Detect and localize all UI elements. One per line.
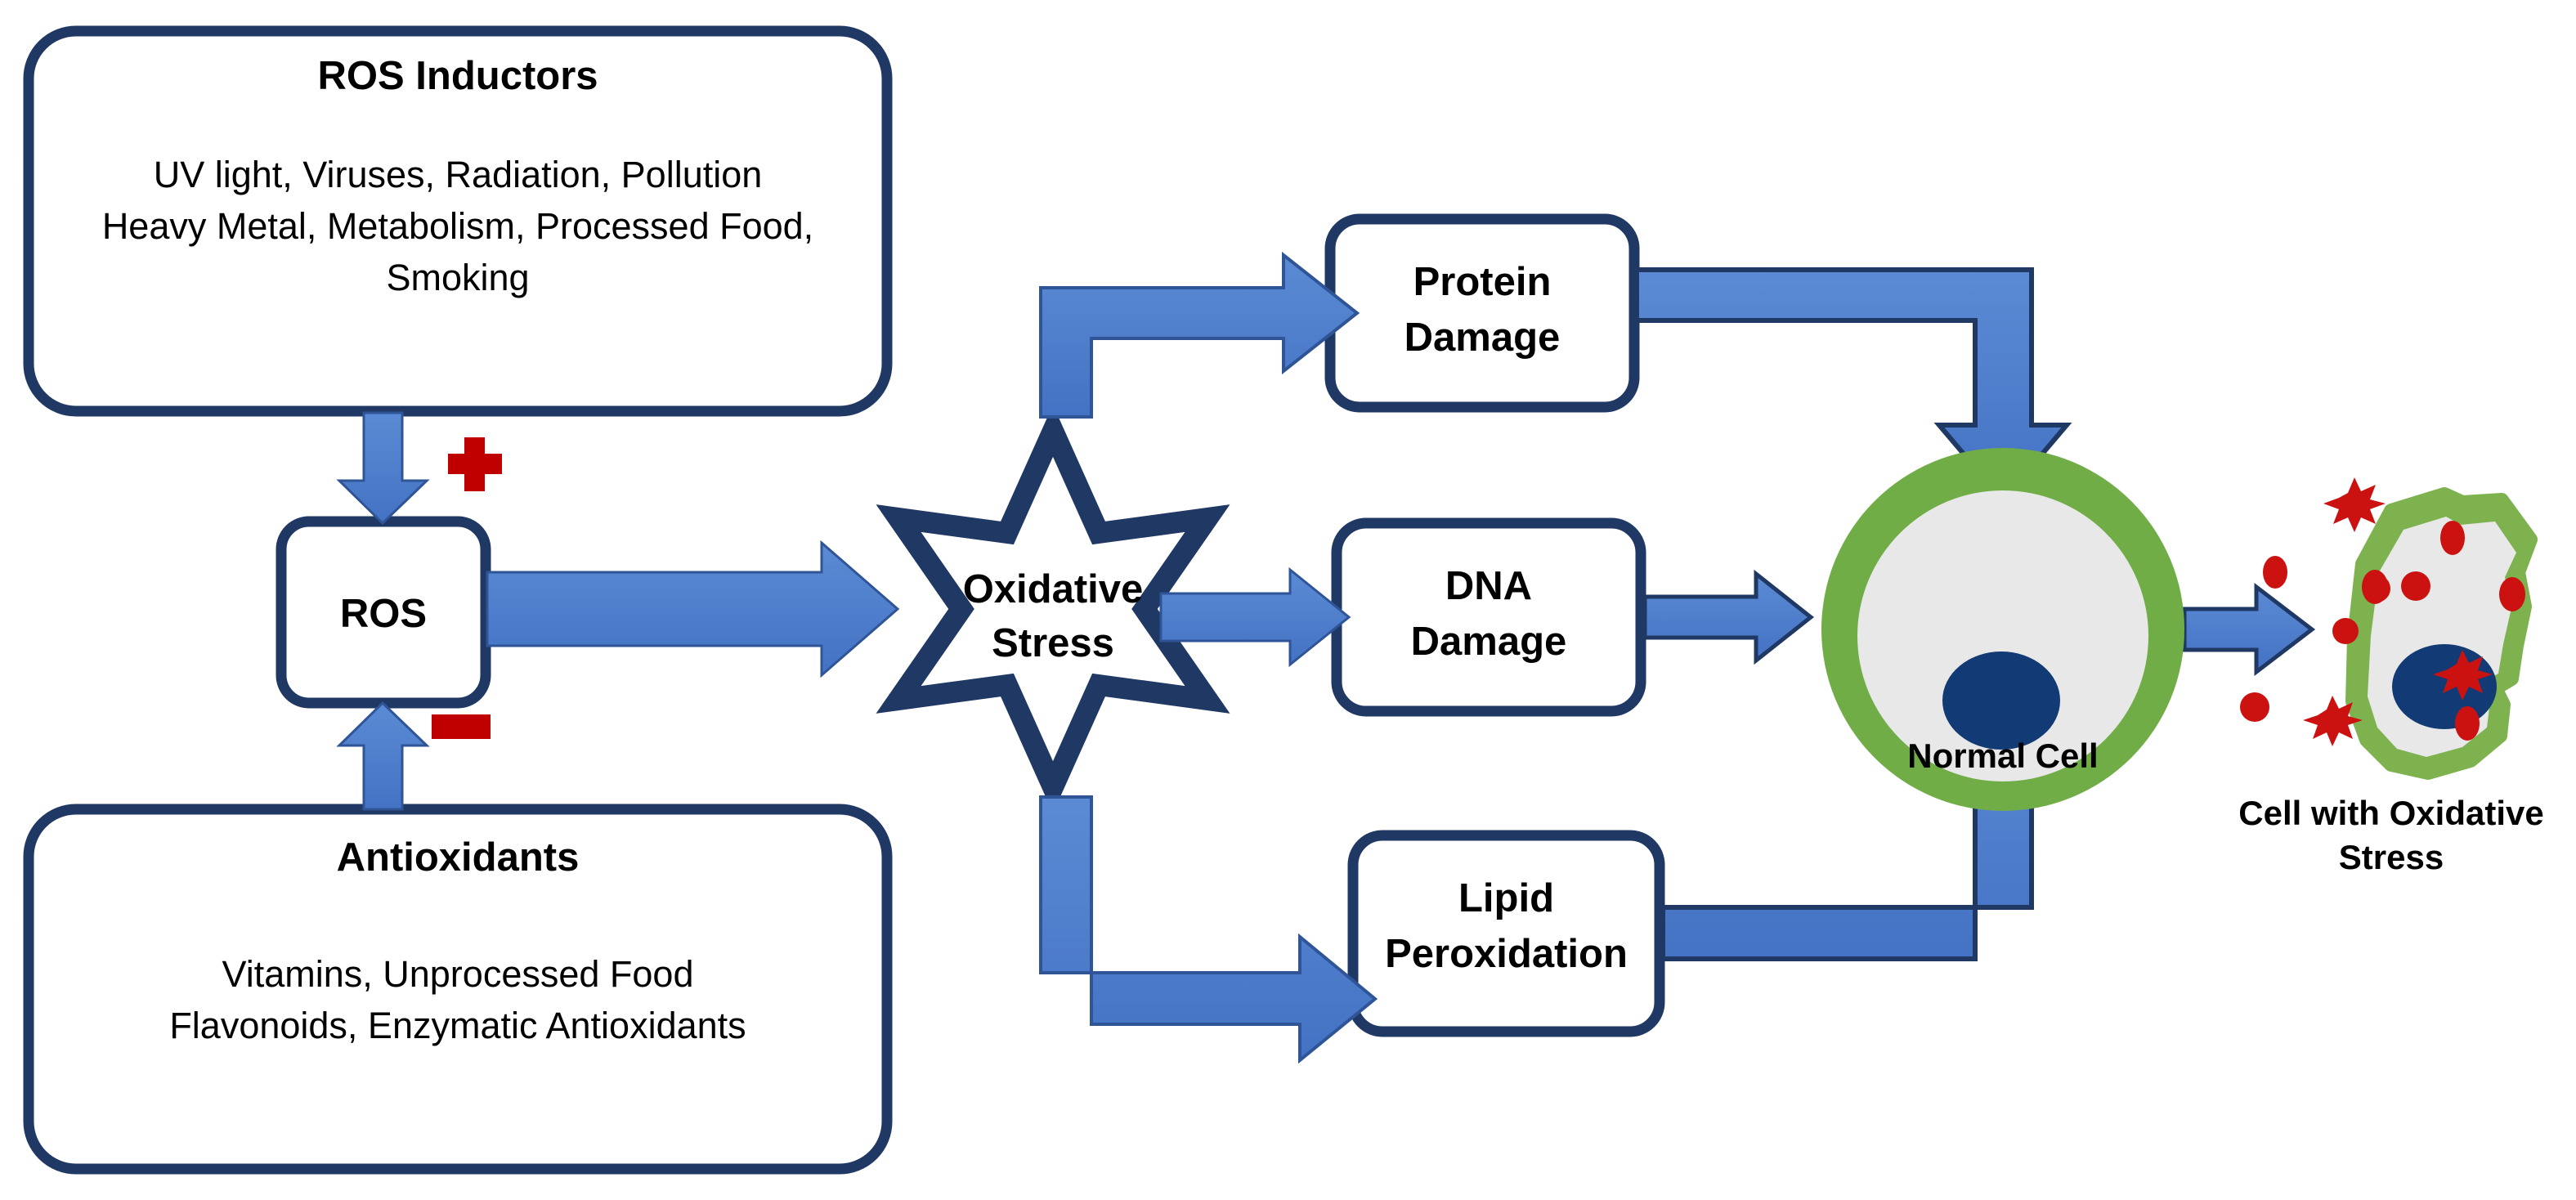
protein-damage-label-line-2: Damage — [1404, 316, 1561, 360]
plus-marker-icon — [448, 437, 502, 491]
arrow-star-to-protein-damage — [1039, 251, 1360, 419]
ros-dot — [2263, 556, 2287, 589]
ros-inductors-line-1: UV light, Viruses, Radiation, Pollution — [153, 154, 763, 195]
ros-label: ROS — [339, 592, 428, 636]
ros-burst-icon — [2323, 477, 2386, 532]
box-ros-inductors[interactable] — [23, 25, 893, 417]
arrow-inductors-to-ros — [336, 411, 430, 526]
arrow-normal-cell-to-stressed-cell — [2182, 582, 2316, 677]
minus-marker-icon — [432, 714, 491, 739]
arrow-star-to-lipid-peroxidation — [1039, 795, 1378, 1064]
antioxidants-title: Antioxidants — [336, 835, 580, 880]
ros-burst-icon — [2433, 650, 2493, 701]
ros-inductors-line-3: Smoking — [386, 257, 530, 298]
lipid-peroxidation-label-line-1: Lipid — [1458, 876, 1555, 920]
ros-dot — [2332, 618, 2359, 644]
ros-dot — [2240, 692, 2269, 722]
antioxidants-line-1: Vitamins, Unprocessed Food — [222, 953, 694, 995]
dna-damage-label-line-1: DNA — [1445, 564, 1533, 608]
lipid-peroxidation-label-line-2: Peroxidation — [1385, 932, 1628, 976]
box-antioxidants[interactable] — [23, 804, 893, 1175]
ros-dot — [2363, 575, 2390, 602]
ros-inductors-line-2: Heavy Metal, Metabolism, Processed Food, — [101, 205, 814, 247]
arrow-ros-to-star — [486, 540, 900, 678]
arrow-antioxidants-to-ros — [336, 701, 430, 811]
ros-dot — [2440, 521, 2465, 555]
oxidative-stress-star[interactable] — [876, 405, 1230, 813]
box-lipid-peroxidation[interactable] — [1347, 830, 1665, 1037]
dna-damage-label-line-2: Damage — [1410, 620, 1567, 664]
stressed-cell-caption-line-2: Stress — [2338, 838, 2444, 876]
stressed-cell-graphic — [2240, 477, 2538, 780]
arrow-dna-damage-to-cell — [1642, 569, 1815, 665]
antioxidants-line-2: Flavonoids, Enzymatic Antioxidants — [169, 1005, 746, 1046]
ros-burst-icon — [2303, 696, 2363, 746]
oxidative-stress-label-line-2: Stress — [992, 621, 1114, 665]
ros-dot — [2455, 706, 2480, 741]
normal-cell-graphic — [1821, 448, 2184, 811]
arrow-star-to-dna-damage — [1159, 566, 1351, 668]
stressed-cell-caption-line-1: Cell with Oxidative — [2238, 794, 2544, 832]
protein-damage-label-line-1: Protein — [1413, 260, 1552, 304]
normal-cell-caption: Normal Cell — [1907, 737, 2099, 775]
ros-inductors-title: ROS Inductors — [317, 54, 598, 98]
oxidative-stress-label-line-1: Oxidative — [962, 567, 1144, 611]
ros-dot — [2499, 577, 2525, 611]
ros-dot — [2401, 571, 2430, 601]
